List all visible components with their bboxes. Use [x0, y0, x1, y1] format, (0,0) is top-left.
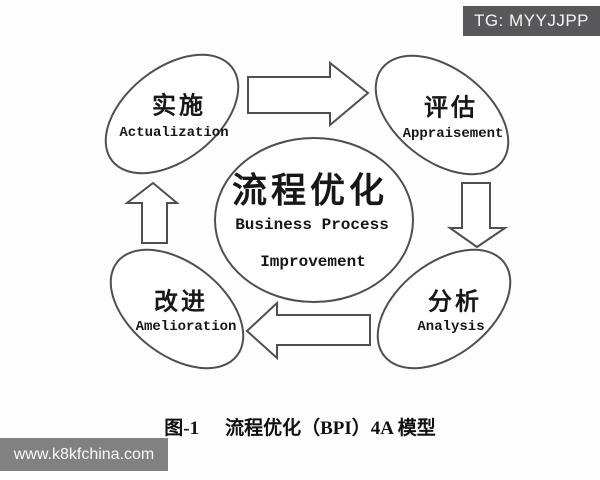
tg-badge-label: TG: MYYJJPP — [473, 11, 590, 30]
node-subtitle-appraisement: Appraisement — [402, 126, 504, 142]
arrow-left-icon — [245, 300, 371, 361]
node-subtitle-amelioration: Amelioration — [135, 319, 237, 335]
node-subtitle-analysis: Analysis — [417, 319, 485, 335]
figure-number: 图-1 — [164, 418, 200, 439]
arrow-up-icon — [124, 181, 180, 244]
node-ellipse-amelioration — [109, 248, 245, 370]
arrow-down-icon — [446, 182, 509, 249]
node-title-analysis: 分析 — [428, 289, 482, 316]
node-title-amelioration: 改进 — [154, 289, 208, 316]
node-title-appraisement: 评估 — [424, 95, 478, 122]
figure-caption: 图-1 流程优化（BPI）4A 模型 — [0, 413, 600, 440]
node-title-actualization: 实施 — [152, 93, 206, 120]
watermark: www.k8kfchina.com — [0, 438, 168, 471]
node-ellipse-analysis — [376, 248, 512, 370]
figure-caption-text: 流程优化（BPI）4A 模型 — [225, 418, 436, 439]
node-subtitle-actualization: Actualization — [119, 125, 229, 141]
node-ellipse-actualization — [104, 53, 240, 175]
center-title: 流程优化 — [231, 171, 389, 211]
tg-badge: TG: MYYJJPP — [463, 6, 600, 36]
center-subtitle-line1: Business Process — [235, 216, 389, 234]
arrow-right-icon — [247, 60, 370, 128]
center-ellipse — [214, 137, 414, 303]
center-subtitle-line2: Improvement — [260, 253, 366, 271]
watermark-label: www.k8kfchina.com — [13, 445, 155, 463]
node-ellipse-appraisement — [374, 54, 510, 176]
